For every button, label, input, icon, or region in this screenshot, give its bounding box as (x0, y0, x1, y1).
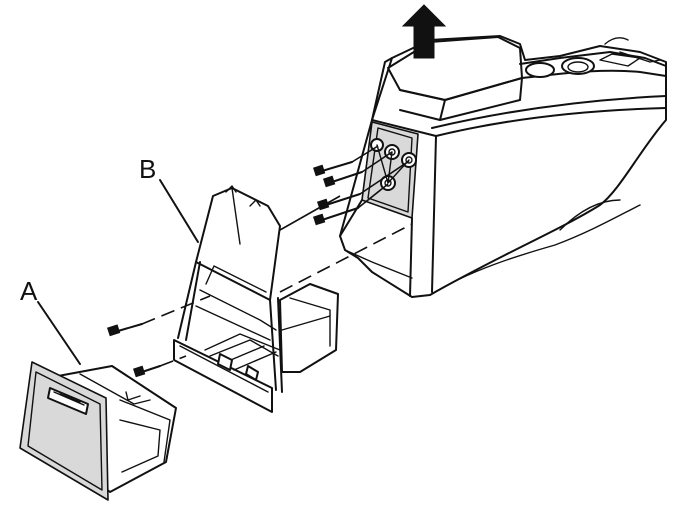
screw-6 (133, 365, 161, 378)
leader-line-b (159, 179, 199, 243)
screw-5 (107, 323, 143, 337)
screw-2 (323, 171, 363, 188)
label-b: B (139, 154, 156, 184)
console-screws (313, 161, 363, 226)
center-console (339, 35, 667, 298)
bracket-screws (107, 323, 161, 378)
label-a: A (20, 276, 38, 306)
part-b-bracket (173, 185, 339, 413)
leader-line-a (37, 301, 81, 365)
screw-1 (313, 161, 353, 177)
screw-4 (313, 207, 359, 226)
part-a-storage-bin (19, 361, 177, 501)
arrow-up-icon (401, 4, 447, 59)
